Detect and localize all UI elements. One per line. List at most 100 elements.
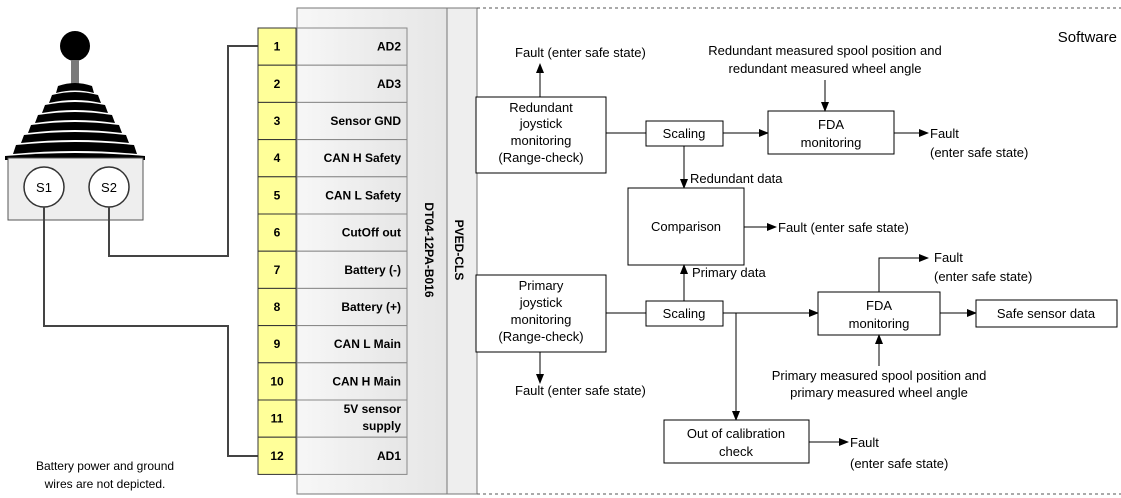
pin-row: 8 Battery (+) (257, 287, 408, 327)
pved-panel (446, 7, 478, 495)
fault-comparison-label: Fault (enter safe state) (778, 220, 909, 235)
pin-name-cell (296, 399, 408, 438)
pin-number: 10 (270, 374, 284, 388)
primary-input-label-2: primary measured wheel angle (790, 385, 968, 400)
calibration-label-2: check (719, 444, 753, 459)
joystick-boot (5, 83, 145, 160)
pin-name: CAN L Safety (325, 188, 401, 202)
pin-number: 11 (271, 412, 284, 426)
pin-name: Sensor GND (330, 114, 401, 128)
pin-number: 6 (274, 226, 281, 240)
pin-number-cell (257, 64, 297, 103)
pin-name: AD1 (377, 449, 401, 463)
arrow-fault-fda-bottom (878, 254, 929, 292)
fault-fda-top-label-2: (enter safe state) (930, 145, 1028, 160)
pin-number: 12 (270, 449, 284, 463)
pin-name: CAN H Main (332, 374, 401, 388)
pin-row: 4 CAN H Safety (257, 139, 408, 178)
fda-top-label-1: FDA (818, 117, 844, 132)
wire-s2-ad2 (108, 45, 258, 257)
primary-monitoring-block (475, 274, 607, 353)
pin-number-cell (257, 176, 297, 215)
connector-label: DT04-12PA-B016 (422, 202, 436, 297)
pin-row: 6 CutOff out (257, 213, 408, 252)
pin-row: 2 AD3 (257, 64, 408, 103)
switch-s2-label: S2 (101, 180, 117, 195)
pin-row: 12 AD1 (257, 436, 408, 475)
pin-number-cell (257, 213, 297, 252)
pin-number: 8 (274, 300, 281, 314)
redundant-input-label-1: Redundant measured spool position and (708, 43, 941, 58)
software-label: Software (1058, 29, 1117, 46)
redundant-monitoring-label-2: joystick (519, 116, 563, 131)
redundant-monitoring-label-1: Redundant (509, 100, 573, 115)
comparison-block (627, 187, 745, 266)
pin-row: 7 Battery (-) (257, 250, 408, 289)
pin-number-cell (257, 101, 297, 141)
scaling-bottom-block (645, 300, 724, 327)
scaling-bottom-label: Scaling (663, 306, 706, 321)
pin-name-cell (296, 64, 408, 103)
joystick: S1 S2 (5, 31, 145, 221)
pin-name: 5V sensor (344, 402, 402, 416)
fault-fda-top-label-1: Fault (930, 126, 959, 141)
joystick-knob (60, 31, 90, 61)
redundant-monitoring-block (475, 96, 607, 174)
pin-number: 7 (274, 263, 281, 277)
primary-monitoring-label-4: (Range-check) (498, 329, 583, 344)
pin-name-cell (296, 101, 408, 141)
fault-redundant-label: Fault (enter safe state) (515, 45, 646, 60)
note-line-1: Battery power and ground (36, 459, 174, 473)
pin-row: 10 CAN H Main (257, 362, 408, 401)
pin-number-cell (257, 362, 297, 401)
pin-name-cell (296, 362, 408, 401)
pin-name: Battery (-) (344, 263, 401, 277)
pin-name: CAN H Safety (324, 151, 402, 165)
fda-bottom-label-1: FDA (866, 298, 892, 313)
pin-name: CAN L Main (334, 337, 401, 351)
primary-data-label: Primary data (692, 265, 766, 280)
pin-name: AD3 (377, 77, 401, 91)
pin-name-cell (296, 436, 408, 475)
pin-name-cell (296, 325, 408, 364)
note-line-2: wires are not depicted. (44, 477, 166, 491)
pin-row: 11 5V sensor supply (257, 399, 408, 438)
safe-sensor-data-label: Safe sensor data (997, 306, 1096, 321)
fault-primary-label: Fault (enter safe state) (515, 383, 646, 398)
fault-fda-bottom-label-1: Fault (934, 250, 963, 265)
redundant-monitoring-label-3: monitoring (511, 133, 572, 148)
pin-name: CutOff out (342, 226, 401, 240)
pin-name-cell (296, 287, 408, 327)
pin-name-cell (296, 250, 408, 289)
pin-number-cell (257, 287, 297, 327)
pin-number-cell (257, 436, 297, 475)
pved-label: PVED-CLS (452, 220, 466, 281)
pin-name-cell (296, 176, 408, 215)
primary-monitoring-label-3: monitoring (511, 312, 572, 327)
redundant-monitoring-label-4: (Range-check) (498, 150, 583, 165)
pin-name: Battery (+) (341, 300, 401, 314)
pin-name-cell (296, 139, 408, 178)
pin-number: 4 (274, 151, 281, 165)
wire-s1-ad1 (43, 207, 258, 457)
pin-number: 1 (274, 40, 281, 54)
scaling-top-label: Scaling (663, 126, 706, 141)
fda-bottom-block (817, 291, 941, 336)
pin-number-cell (257, 325, 297, 364)
pin-number: 5 (274, 188, 281, 202)
fda-top-block (767, 110, 895, 155)
pin-number-cell (257, 399, 297, 438)
fault-calibration-label-2: (enter safe state) (850, 456, 948, 471)
pin-name: supply (362, 419, 401, 433)
redundant-input-label-2: redundant measured wheel angle (729, 61, 922, 76)
fda-top-label-2: monitoring (801, 135, 862, 150)
safe-sensor-data-block (975, 299, 1118, 328)
primary-monitoring-label-2: joystick (519, 295, 563, 310)
pin-number: 2 (274, 77, 281, 91)
pin-row: 5 CAN L Safety (257, 176, 408, 215)
fault-calibration-label-1: Fault (850, 435, 879, 450)
